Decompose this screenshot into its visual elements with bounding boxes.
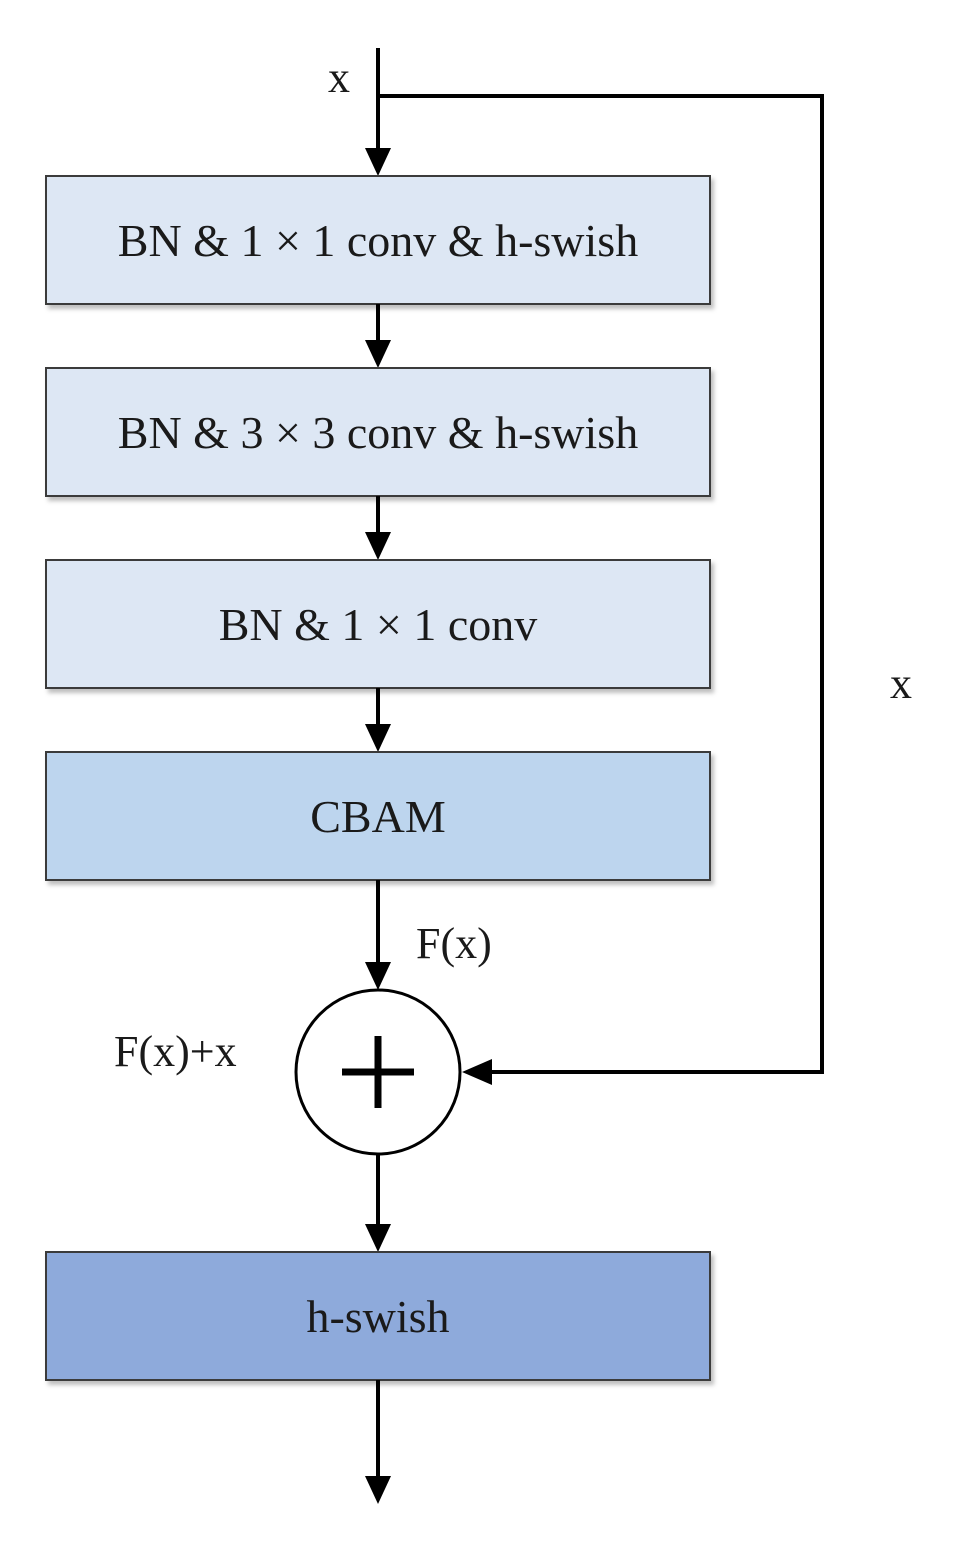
input-label: x bbox=[328, 53, 350, 102]
skip-label: x bbox=[890, 659, 912, 708]
skip-connection-edge bbox=[378, 94, 824, 1074]
arrowhead-sum-hswish bbox=[365, 1224, 391, 1252]
sum-label: F(x)+x bbox=[114, 1027, 237, 1076]
arrowhead-3-4 bbox=[365, 724, 391, 752]
block-2-box bbox=[45, 367, 711, 497]
block-hswish-box bbox=[45, 1251, 711, 1381]
block-1-box bbox=[45, 175, 711, 305]
arrowhead-2-3 bbox=[365, 532, 391, 560]
block-3-box bbox=[45, 559, 711, 689]
skip-arrowhead bbox=[462, 1059, 492, 1085]
input-arrowhead bbox=[365, 148, 391, 176]
block-2: BN & 3 × 3 conv & h-swish bbox=[45, 367, 711, 497]
block-1-label: BN & 1 × 1 conv & h-swish bbox=[118, 215, 638, 266]
fx-label: F(x) bbox=[416, 919, 492, 968]
block-1: BN & 1 × 1 conv & h-swish bbox=[45, 175, 711, 305]
output-arrowhead bbox=[365, 1476, 391, 1504]
block-3: BN & 1 × 1 conv bbox=[45, 559, 711, 689]
arrowhead-1-2 bbox=[365, 340, 391, 368]
block-3-label: BN & 1 × 1 conv bbox=[219, 599, 538, 650]
block-2-label: BN & 3 × 3 conv & h-swish bbox=[118, 407, 638, 458]
block-cbam-box bbox=[45, 751, 711, 881]
block-hswish-label: h-swish bbox=[306, 1291, 449, 1342]
arrowhead-cbam-sum bbox=[365, 962, 391, 990]
block-cbam-label: CBAM bbox=[310, 791, 445, 842]
block-cbam: CBAM bbox=[45, 751, 711, 881]
block-hswish: h-swish bbox=[45, 1251, 711, 1381]
